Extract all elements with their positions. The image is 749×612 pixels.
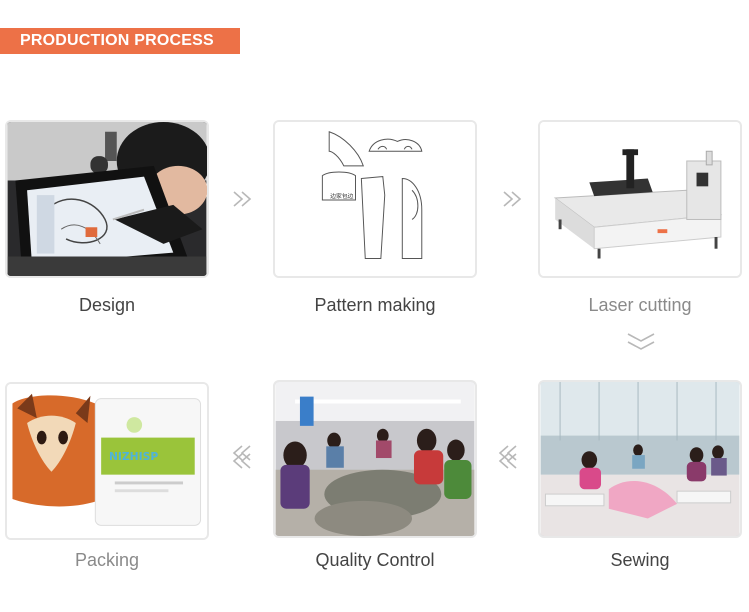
- packing-photo: NIZHISP: [7, 384, 207, 538]
- pattern-note: 边家包边: [330, 192, 353, 200]
- step-label-pattern-making: Pattern making: [314, 295, 436, 315]
- step-label-laser-cutting: Laser cutting: [588, 295, 692, 315]
- pattern-making-card: 边家包边: [273, 120, 477, 278]
- chevron-right-icon: [228, 188, 258, 218]
- section-title: PRODUCTION PROCESS: [20, 32, 214, 49]
- chevron-right-icon: [498, 188, 528, 218]
- laser-cutting-card: [538, 120, 742, 278]
- quality-control-photo: [275, 382, 475, 536]
- design-photo: [7, 122, 207, 276]
- section-title-banner: PRODUCTION PROCESS: [0, 28, 240, 54]
- pattern-sketch: 边家包边: [275, 122, 475, 276]
- sewing-card: [538, 380, 742, 538]
- chevron-down-icon: [626, 328, 656, 358]
- quality-control-card: [273, 380, 477, 538]
- chevron-left-icon: [226, 442, 256, 472]
- step-label-quality-control: Quality Control: [315, 550, 435, 570]
- packing-bag-text: NIZHISP: [109, 450, 158, 463]
- chevron-left-icon: [492, 442, 522, 472]
- design-card: [5, 120, 209, 278]
- step-label-design: Design: [78, 295, 136, 315]
- step-label-sewing: Sewing: [610, 550, 670, 570]
- packing-card: NIZHISP: [5, 382, 209, 540]
- step-label-packing: Packing: [74, 550, 140, 570]
- laser-machine-photo: [540, 122, 740, 276]
- sewing-photo: [540, 382, 740, 536]
